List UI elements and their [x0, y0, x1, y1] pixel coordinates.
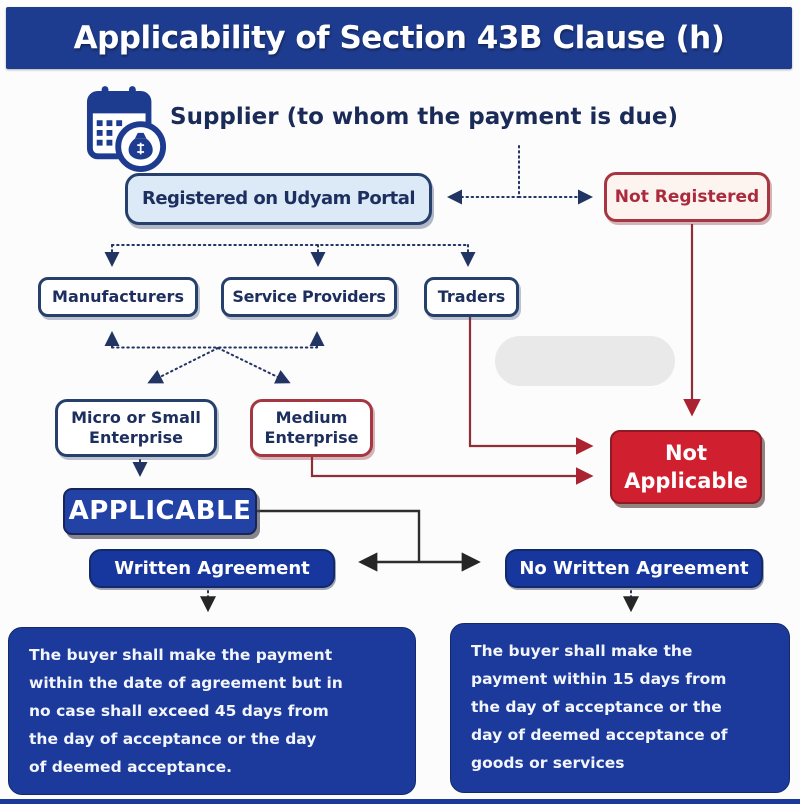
node-registered-udyam: Registered on Udyam Portal — [125, 173, 432, 225]
no-written-agreement-detail: The buyer shall make the payment within … — [450, 623, 790, 793]
node-not-registered: Not Registered — [604, 172, 770, 222]
line-applicable-to-split — [257, 509, 421, 561]
title-bar: Applicability of Section 43B Clause (h) — [6, 7, 792, 69]
arrow-to-micro-small — [147, 347, 219, 384]
footer-bar-cropped — [0, 799, 800, 804]
node-traders: Traders — [424, 277, 519, 317]
arrow-traders-to-na — [468, 317, 594, 455]
node-manufacturers: Manufacturers — [38, 277, 198, 317]
node-service-providers: Service Providers — [221, 277, 397, 317]
node-written-agreement: Written Agreement — [89, 549, 335, 588]
arrow-to-medium — [217, 347, 291, 384]
arrow-medium-to-na — [310, 457, 594, 485]
erased-watermark-blob — [495, 336, 675, 386]
calendar-money-icon — [86, 86, 167, 172]
written-agreement-detail: The buyer shall make the payment within … — [8, 627, 416, 795]
page-title: Applicability of Section 43B Clause (h) — [73, 20, 725, 56]
node-applicable: APPLICABLE — [63, 488, 257, 535]
node-not-applicable: Not Applicable — [610, 430, 762, 504]
supplier-heading: Supplier (to whom the payment is due) — [170, 104, 679, 130]
node-medium-enterprise: Medium Enterprise — [250, 399, 373, 457]
node-micro-small-enterprise: Micro or Small Enterprise — [55, 399, 217, 457]
node-no-written-agreement: No Written Agreement — [505, 549, 763, 588]
